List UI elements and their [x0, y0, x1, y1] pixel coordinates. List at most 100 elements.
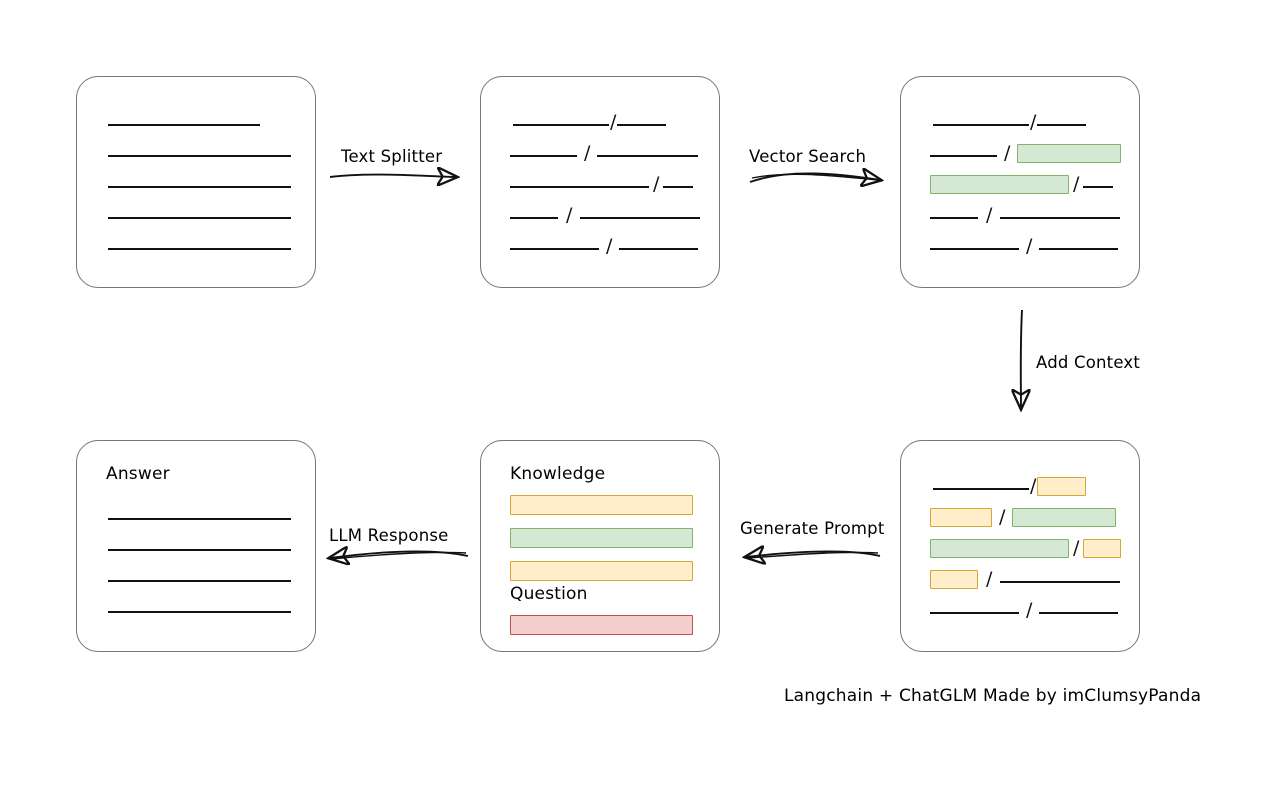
- text-line-segment: [933, 488, 1029, 490]
- chunk-separator-slash: /: [1004, 141, 1011, 164]
- chunk-line-row: /: [901, 234, 1139, 258]
- chunk-separator-slash: /: [1030, 110, 1037, 133]
- text-line-segment: [663, 186, 694, 188]
- highlight-chunk-green: [930, 538, 1069, 558]
- chunk-line-row: /: [901, 474, 1139, 498]
- text-line-segment: [597, 155, 699, 157]
- chunk-line-row: /: [901, 172, 1139, 196]
- prompt-bar-knowledge-1: [510, 495, 693, 515]
- arrow-label-vector-search: Vector Search: [749, 147, 867, 166]
- highlight-chunk-yellow: [1037, 476, 1087, 496]
- highlight-chunk-yellow: [1083, 538, 1122, 558]
- text-line-segment: [1000, 581, 1121, 583]
- box-split-chunks: / / / / /: [480, 76, 720, 288]
- chunk-separator-slash: /: [584, 141, 591, 164]
- text-line-segment: [1039, 612, 1119, 614]
- prompt-bar-knowledge-3: [510, 561, 693, 581]
- diagram-caption: Langchain + ChatGLM Made by imClumsyPand…: [784, 686, 1202, 706]
- chunk-line-row: /: [901, 598, 1139, 622]
- chunk-separator-slash: /: [999, 505, 1006, 528]
- chunk-line-row: /: [901, 203, 1139, 227]
- doc-line-row: [77, 116, 315, 134]
- chunk-separator-slash: /: [1073, 536, 1080, 559]
- text-line-segment: [108, 248, 291, 250]
- answer-line-row: [77, 541, 315, 559]
- prompt-bar-question: [510, 615, 693, 635]
- prompt-bar-knowledge-2: [510, 528, 693, 548]
- answer-line-row: [77, 603, 315, 621]
- text-line-segment: [108, 549, 291, 551]
- chunk-separator-slash: /: [1030, 474, 1037, 497]
- text-line-segment: [930, 155, 997, 157]
- text-line-segment: [619, 248, 699, 250]
- chunk-line-row: /: [481, 234, 719, 258]
- text-line-segment: [108, 580, 291, 582]
- text-line-segment: [108, 217, 291, 219]
- answer-heading: Answer: [106, 464, 170, 484]
- text-line-segment: [510, 186, 649, 188]
- highlight-chunk-green: [1012, 507, 1117, 527]
- text-line-segment: [513, 124, 609, 126]
- chunk-separator-slash: /: [653, 172, 660, 195]
- chunk-separator-slash: /: [986, 203, 993, 226]
- arrow-llm-response: [330, 552, 469, 559]
- arrow-generate-prompt: [746, 551, 881, 558]
- box-prompt: Knowledge Question: [480, 440, 720, 652]
- chunk-separator-slash: /: [1026, 234, 1033, 257]
- text-line-segment: [108, 124, 260, 126]
- highlight-chunk-green: [930, 174, 1069, 194]
- chunk-line-row: /: [901, 110, 1139, 134]
- highlight-chunk-yellow: [930, 569, 978, 589]
- chunk-line-row: /: [901, 567, 1139, 591]
- text-line-segment: [1039, 248, 1119, 250]
- highlight-chunk-green: [1017, 143, 1122, 163]
- arrow-label-generate-prompt: Generate Prompt: [740, 519, 885, 538]
- prompt-knowledge-heading: Knowledge: [510, 464, 606, 484]
- arrow-label-llm-response: LLM Response: [329, 526, 449, 545]
- answer-line-row: [77, 510, 315, 528]
- prompt-question-heading: Question: [510, 584, 588, 604]
- arrow-label-text-splitter: Text Splitter: [341, 147, 443, 166]
- chunk-line-row: /: [481, 110, 719, 134]
- doc-line-row: [77, 209, 315, 227]
- arrow-text-splitter: [329, 175, 456, 177]
- box-source-document: [76, 76, 316, 288]
- text-line-segment: [1000, 217, 1121, 219]
- chunk-line-row: /: [481, 141, 719, 165]
- doc-line-row: [77, 240, 315, 258]
- chunk-separator-slash: /: [1073, 172, 1080, 195]
- text-line-segment: [510, 248, 599, 250]
- doc-line-row: [77, 178, 315, 196]
- box-context-added: / / / / /: [900, 440, 1140, 652]
- arrow-add-context: [1021, 309, 1022, 408]
- text-line-segment: [1083, 186, 1114, 188]
- text-line-segment: [108, 155, 291, 157]
- chunk-separator-slash: /: [986, 567, 993, 590]
- text-line-segment: [930, 217, 978, 219]
- text-line-segment: [930, 248, 1019, 250]
- text-line-segment: [108, 186, 291, 188]
- text-line-segment: [930, 612, 1019, 614]
- chunk-line-row: /: [481, 172, 719, 196]
- answer-line-row: [77, 572, 315, 590]
- text-line-segment: [108, 518, 291, 520]
- text-line-segment: [510, 217, 558, 219]
- chunk-line-row: /: [901, 505, 1139, 529]
- text-line-segment: [933, 124, 1029, 126]
- chunk-separator-slash: /: [610, 110, 617, 133]
- chunk-line-row: /: [481, 203, 719, 227]
- arrow-vector-search: [749, 173, 880, 182]
- chunk-separator-slash: /: [606, 234, 613, 257]
- box-answer: Answer: [76, 440, 316, 652]
- box-vector-matches: / / / / /: [900, 76, 1140, 288]
- text-line-segment: [510, 155, 577, 157]
- text-line-segment: [580, 217, 701, 219]
- chunk-separator-slash: /: [566, 203, 573, 226]
- text-line-segment: [1037, 124, 1087, 126]
- text-line-segment: [108, 611, 291, 613]
- arrow-label-add-context: Add Context: [1036, 353, 1141, 372]
- doc-line-row: [77, 147, 315, 165]
- chunk-line-row: /: [901, 536, 1139, 560]
- chunk-separator-slash: /: [1026, 598, 1033, 621]
